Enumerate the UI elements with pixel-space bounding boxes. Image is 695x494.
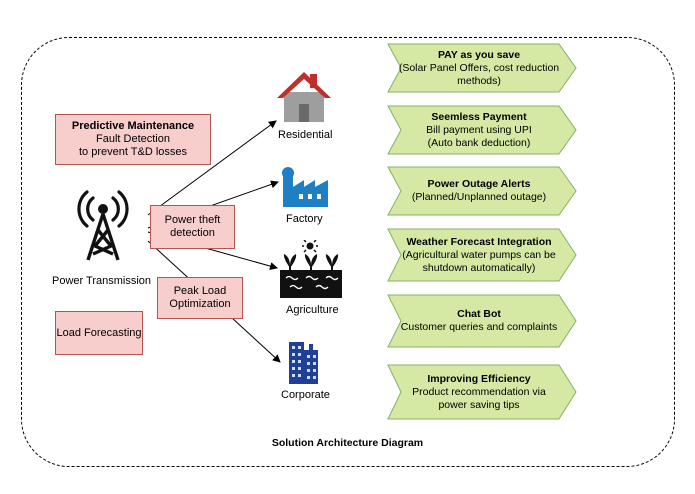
- feature-desc: methods): [457, 74, 501, 87]
- predictive-maintenance-title: Predictive Maintenance: [71, 120, 195, 132]
- feature-desc: Product recommendation via: [412, 385, 546, 398]
- predictive-maintenance-line1: Fault Detection: [96, 133, 170, 145]
- buildings-icon: [289, 342, 318, 384]
- feature-pay-as-you-save: PAY as you save (Solar Panel Offers, cos…: [387, 43, 577, 93]
- load-forecasting-label: Load Forecasting: [56, 326, 142, 339]
- load-forecasting-box: Load Forecasting: [55, 311, 143, 355]
- diagram-caption: Solution Architecture Diagram: [271, 437, 424, 449]
- feature-title: Chat Bot: [457, 308, 501, 320]
- feature-desc: shutdown automatically): [422, 261, 536, 274]
- feature-title: Seemless Payment: [431, 110, 527, 123]
- feature-chat-bot: Chat Bot Customer queries and complaints: [387, 294, 577, 348]
- power-theft-box: Power theft detection: [150, 205, 235, 249]
- feature-desc: power saving tips: [438, 398, 520, 411]
- feature-title: PAY as you save: [437, 48, 521, 61]
- power-transmission-label: Power Transmission: [52, 275, 152, 287]
- feature-title: Improving Efficiency: [427, 372, 531, 385]
- power-theft-line2: detection: [170, 227, 215, 239]
- peak-load-line1: Peak Load: [173, 285, 227, 297]
- residential-label: Residential: [278, 129, 333, 141]
- predictive-maintenance-line2: to prevent T&D losses: [78, 146, 187, 158]
- feature-desc: Customer queries and complaints: [400, 321, 558, 333]
- peak-load-box: Peak Load Optimization: [157, 277, 243, 319]
- house-icon: [277, 72, 331, 122]
- feature-seemless-payment: Seemless Payment Bill payment using UPI …: [387, 105, 577, 155]
- plants-icon: [280, 240, 342, 298]
- feature-title: Power Outage Alerts: [427, 178, 531, 190]
- factory-icon: [282, 167, 328, 207]
- arrow-residential: [147, 120, 277, 216]
- tower-icon: [77, 190, 129, 261]
- feature-desc: (Solar Panel Offers, cost reduction: [398, 61, 560, 74]
- system-boundary: [21, 37, 675, 467]
- feature-desc: (Auto bank deduction): [427, 136, 531, 149]
- corporate-label: Corporate: [281, 389, 330, 401]
- agriculture-label: Agriculture: [286, 304, 339, 316]
- feature-desc: Bill payment using UPI: [426, 123, 532, 136]
- predictive-maintenance-box: Predictive Maintenance Fault Detection t…: [55, 114, 211, 165]
- feature-desc: (Planned/Unplanned outage): [411, 191, 547, 203]
- feature-power-outage-alerts: Power Outage Alerts (Planned/Unplanned o…: [387, 166, 577, 216]
- power-theft-line1: Power theft: [164, 214, 221, 226]
- feature-weather-forecast: Weather Forecast Integration (Agricultur…: [387, 228, 577, 282]
- feature-title: Weather Forecast Integration: [406, 235, 552, 248]
- factory-label: Factory: [286, 213, 323, 225]
- feature-improving-efficiency: Improving Efficiency Product recommendat…: [387, 364, 577, 420]
- peak-load-line2: Optimization: [169, 298, 231, 310]
- feature-desc: (Agricultural water pumps can be: [402, 248, 556, 261]
